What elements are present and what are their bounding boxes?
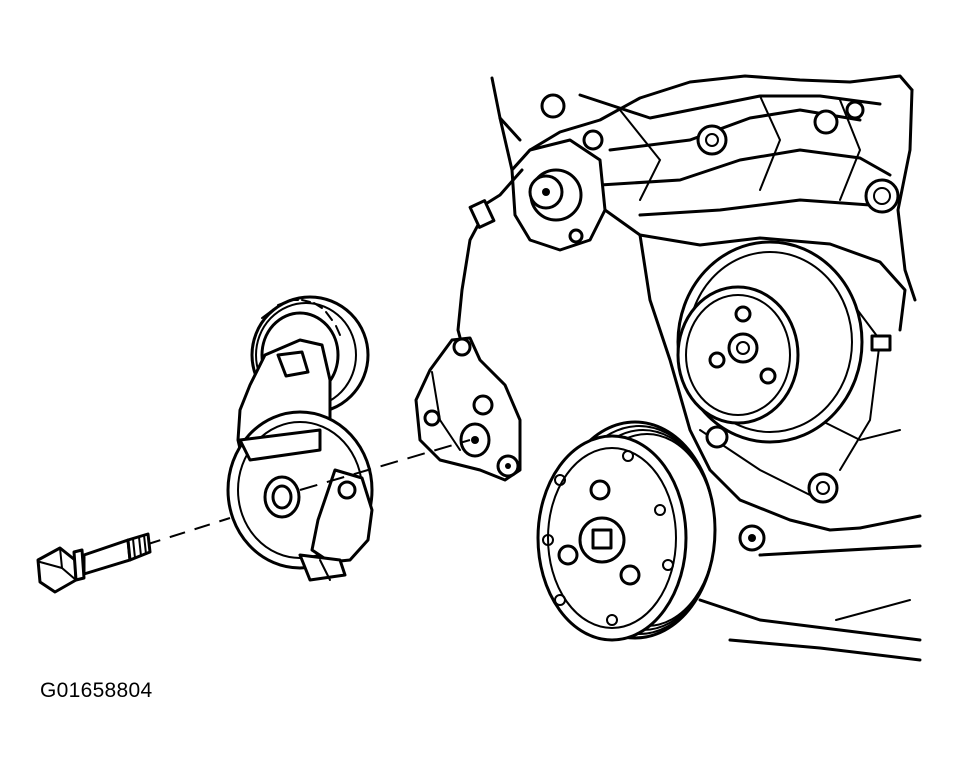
belt-tensioner-assembly (226, 295, 374, 582)
tensioner-mounting-bolt (36, 532, 152, 594)
crankshaft-pulley (536, 420, 717, 642)
water-pump-pulley (676, 240, 864, 444)
sensor-wire (456, 168, 524, 347)
figure-id-label: G01658804 (40, 679, 153, 702)
installation-centerline (144, 439, 471, 546)
tensioner-bracket (414, 336, 522, 482)
engine-block (490, 74, 922, 662)
